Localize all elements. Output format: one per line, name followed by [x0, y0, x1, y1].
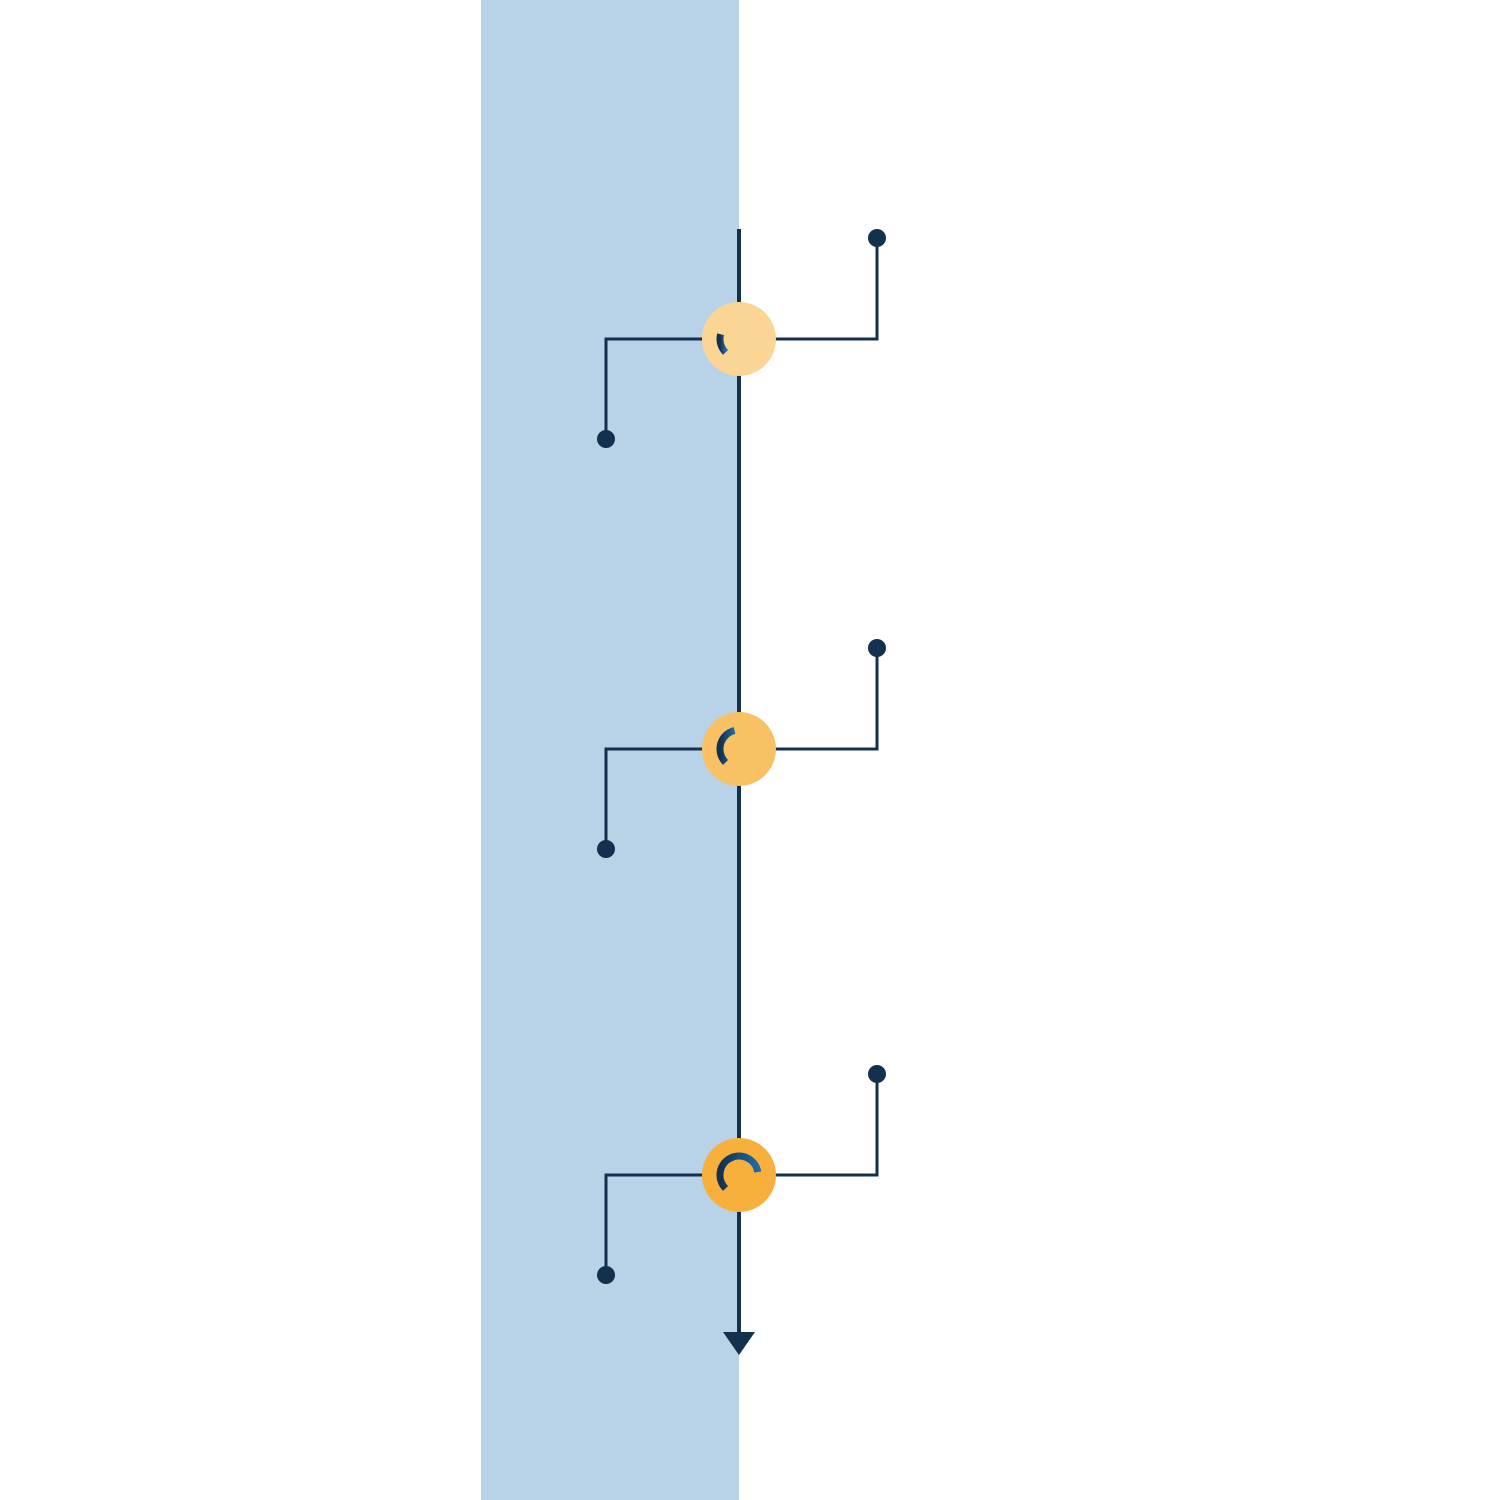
right-connector [739, 1074, 879, 1177]
right-endpoint-dot [868, 639, 886, 657]
right-connector [739, 238, 879, 341]
milestone-2 [597, 639, 886, 858]
left-endpoint-dot [597, 840, 615, 858]
left-connector [604, 337, 739, 439]
milestone-node [702, 302, 776, 376]
arrow-head-icon [723, 1332, 755, 1355]
right-endpoint-dot [868, 1065, 886, 1083]
left-connector [604, 1173, 739, 1275]
progress-arc-icon [716, 727, 736, 765]
left-connector [604, 747, 739, 849]
left-endpoint-dot [597, 1266, 615, 1284]
progress-arc-icon [716, 1152, 762, 1191]
right-endpoint-dot [868, 229, 886, 247]
progress-arc-icon [716, 333, 729, 355]
left-endpoint-dot [597, 430, 615, 448]
milestone-node [702, 1138, 776, 1212]
milestone-1 [597, 229, 886, 448]
milestone-3 [597, 1065, 886, 1284]
right-connector [739, 648, 879, 751]
milestone-node [702, 712, 776, 786]
